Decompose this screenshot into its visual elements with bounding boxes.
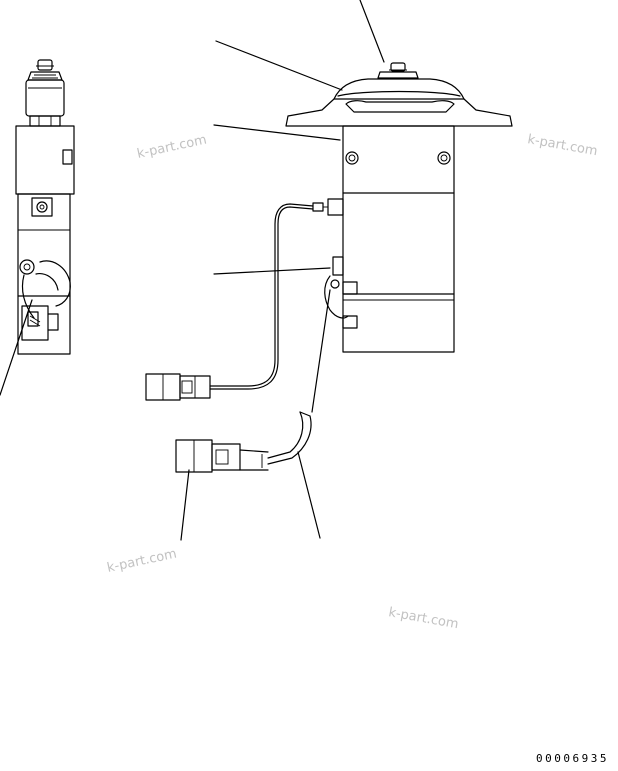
watermark-1: k-part.com (136, 133, 208, 162)
valve-side-view (0, 59, 75, 396)
watermark-4: k-part.com (387, 605, 459, 632)
drawing-code: 00006935 (536, 752, 609, 765)
watermark-3: k-part.com (106, 547, 178, 576)
watermark-2: k-part.com (526, 132, 598, 159)
valve-front-view (145, 0, 513, 541)
